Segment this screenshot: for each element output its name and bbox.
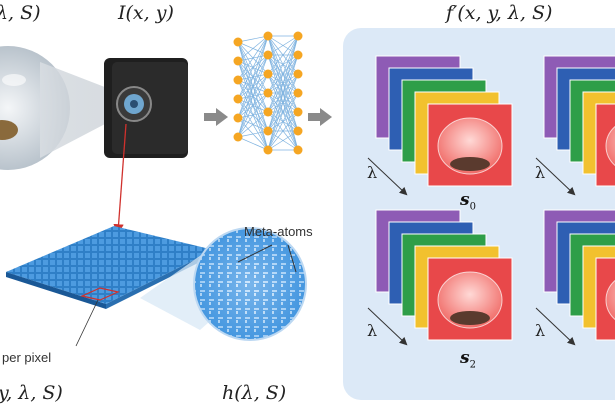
nn-edge	[237, 35, 269, 138]
nn-node	[293, 88, 303, 98]
nn-node	[263, 145, 273, 155]
fishbowl-image	[605, 279, 615, 321]
meta-atoms-pointer-2	[287, 244, 297, 273]
fishbowl-pebbles	[450, 157, 490, 171]
nn-edge	[237, 35, 269, 119]
nn-edge	[237, 73, 269, 138]
nn-edge	[267, 35, 299, 113]
nn-node	[233, 132, 243, 142]
nn-node	[293, 107, 303, 117]
lambda-label-s0: λ	[367, 163, 378, 182]
nn-node	[293, 69, 303, 79]
stack-s0	[375, 55, 513, 187]
nn-edge	[267, 35, 299, 151]
nn-node	[263, 107, 273, 117]
nn-edge	[237, 35, 269, 100]
nn-edge	[237, 111, 269, 138]
meta-atoms-pointer-1	[237, 244, 273, 263]
super-pixel-pointer	[75, 299, 99, 347]
nn-edge	[267, 35, 299, 75]
process-arrow-2	[308, 108, 332, 126]
stack-s1	[543, 55, 615, 187]
lambda-label-s3: λ	[535, 321, 546, 340]
stack-label-s0: s0	[460, 190, 476, 213]
nn-node	[293, 126, 303, 136]
sensor-link-line	[113, 123, 127, 235]
nn-edge	[237, 92, 269, 138]
neural-network	[233, 31, 303, 155]
nn-edge	[267, 92, 299, 151]
super-pixel-label: per pixel	[2, 350, 52, 365]
nn-edge	[267, 35, 299, 94]
nn-edge	[237, 136, 269, 151]
super-pixel-highlight	[80, 287, 120, 301]
nn-node	[233, 56, 243, 66]
nn-edge	[237, 54, 269, 138]
nn-edge	[267, 130, 299, 151]
nn-edge	[237, 35, 269, 43]
nn-edge	[267, 111, 299, 151]
nn-node	[233, 75, 243, 85]
meta-atoms-label: Meta-atoms	[244, 224, 313, 239]
lambda-label-s2: λ	[367, 321, 378, 340]
stack-s3	[543, 209, 615, 341]
spectral-band-layer	[595, 103, 615, 187]
nn-node	[293, 50, 303, 60]
nn-edge	[237, 35, 269, 62]
lambda-arrow-s1	[535, 157, 576, 196]
lambda-arrow-s2	[367, 307, 408, 346]
nn-node	[263, 50, 273, 60]
equation-intensity: I(x, y)	[118, 2, 174, 24]
lambda-arrow-s0	[367, 157, 408, 196]
metasurface	[6, 226, 214, 309]
nn-node	[263, 126, 273, 136]
nn-node	[233, 113, 243, 123]
nn-node	[263, 69, 273, 79]
equation-bottom-left: y, λ, S)	[0, 382, 63, 404]
spectral-band-layer	[595, 257, 615, 341]
nn-node	[263, 88, 273, 98]
fishbowl-image	[605, 125, 615, 167]
nn-node	[233, 37, 243, 47]
stack-label-s2: s2	[460, 348, 476, 371]
fishbowl-pebbles	[450, 311, 490, 325]
stack-s2	[375, 209, 513, 341]
nn-edge	[267, 35, 299, 56]
equation-top-left: λ, S)	[0, 2, 41, 24]
nn-edge	[267, 73, 299, 151]
lambda-arrow-s3	[535, 307, 576, 346]
nn-edge	[267, 35, 299, 132]
scene-fish	[0, 120, 18, 140]
camera	[104, 58, 188, 158]
equation-response: h(λ, S)	[222, 382, 287, 404]
nn-edge	[267, 54, 299, 151]
nn-node	[263, 31, 273, 41]
light-cone	[40, 62, 128, 158]
nn-node	[233, 94, 243, 104]
nn-edge	[237, 130, 269, 138]
nn-node	[293, 145, 303, 155]
equation-output: f′(x, y, λ, S)	[446, 2, 553, 24]
lambda-label-s1: λ	[535, 163, 546, 182]
process-arrow-1	[204, 108, 228, 126]
nn-edge	[237, 35, 269, 81]
spectral-stacks	[375, 55, 615, 341]
nn-node	[293, 31, 303, 41]
